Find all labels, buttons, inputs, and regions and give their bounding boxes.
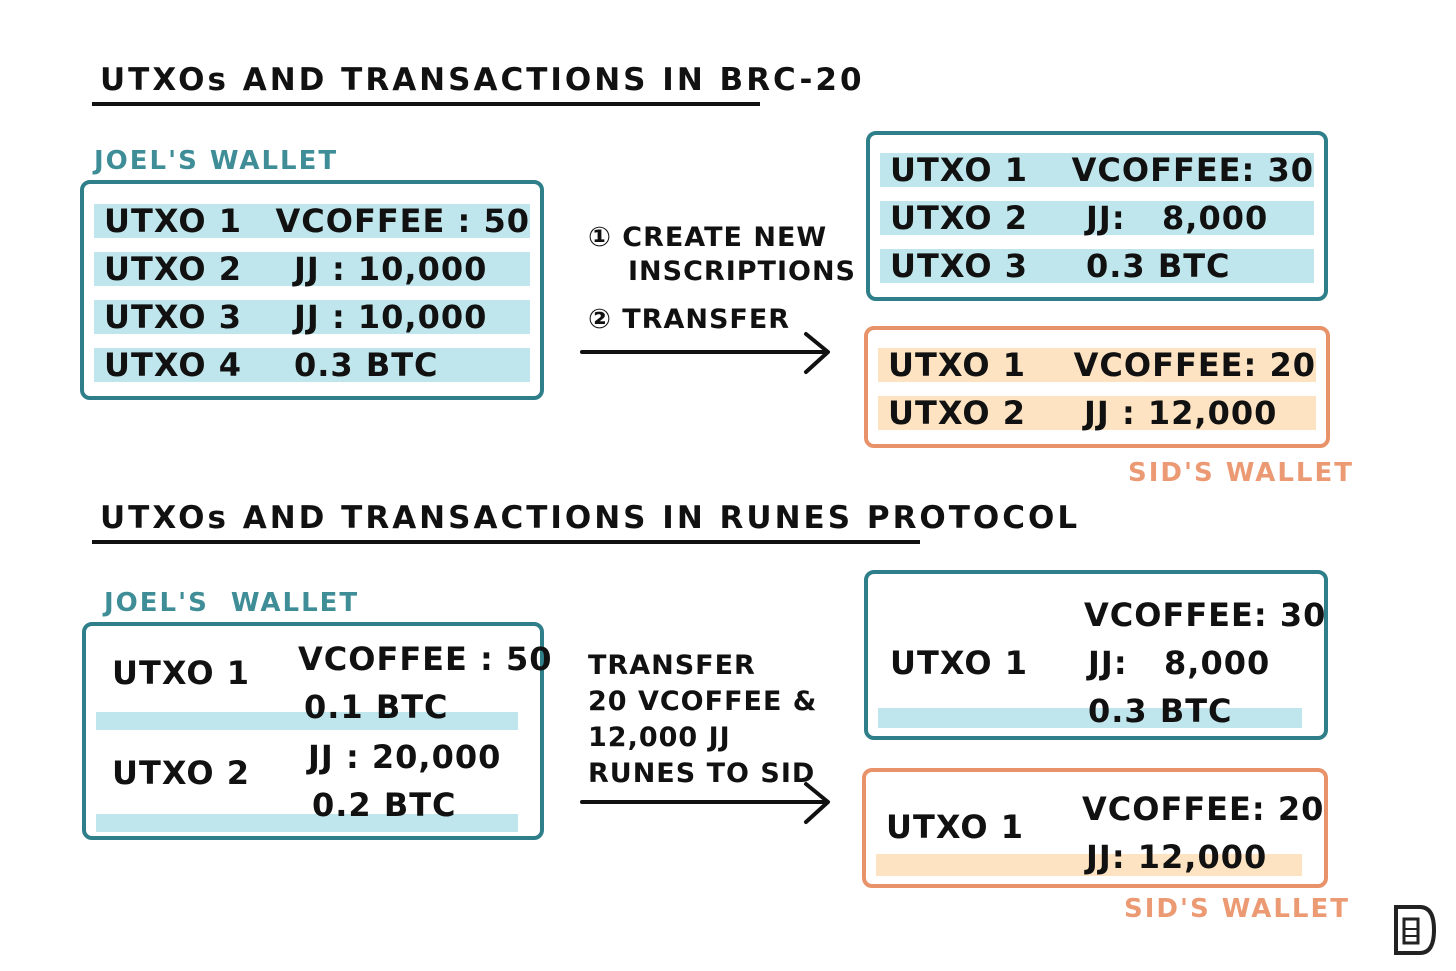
runes-transfer-line: TRANSFER [588, 650, 756, 681]
table-row: UTXO 2 JJ : 12,000 [878, 394, 1316, 432]
brc20-step1: ① CREATE NEW [588, 222, 828, 253]
brc20-step2: ② TRANSFER [588, 304, 791, 335]
utxo-label: UTXO 1 [890, 644, 1028, 682]
runes-joel-wallet-label: JOEL'S WALLET [104, 588, 360, 618]
utxo-band [96, 814, 518, 832]
runes-title: UTXOs AND TRANSACTIONS IN RUNES PROTOCOL [92, 500, 1077, 544]
table-row: UTXO 1 VCOFFEE: 30 [880, 151, 1314, 189]
brc20-arrow-icon [580, 332, 830, 374]
table-row: UTXO 3 0.3 BTC [880, 247, 1314, 285]
utxo-value: 0.3 BTC [1088, 692, 1233, 730]
runes-transfer-line: RUNES TO SID [588, 758, 816, 789]
brc20-title: UTXOs AND TRANSACTIONS IN BRC-20 [92, 62, 862, 106]
utxo-value: VCOFFEE: 30 [1084, 596, 1327, 634]
runes-transfer-line: 20 VCOFFEE & [588, 686, 818, 717]
utxo-label: UTXO 1 [886, 808, 1024, 846]
utxo-band [96, 712, 518, 730]
utxo-value: JJ: 8,000 [1088, 644, 1271, 682]
utxo-value: JJ : 20,000 [308, 738, 502, 776]
utxo-value: VCOFFEE : 50 [298, 640, 553, 678]
runes-joel-wallet: UTXO 1 VCOFFEE : 50 0.1 BTC UTXO 2 JJ : … [82, 622, 552, 840]
runes-sid-wallet: UTXO 1 VCOFFEE: 20 JJ: 12,000 [862, 768, 1328, 888]
utxo-value: 0.2 BTC [312, 786, 457, 824]
utxo-label: UTXO 1 [112, 654, 250, 692]
brc20-joel-wallet: UTXO 1 VCOFFEE : 50 UTXO 2 JJ : 10,000 U… [80, 180, 544, 400]
table-row: UTXO 2 JJ : 10,000 [94, 250, 530, 288]
utxo-value: VCOFFEE: 20 [1082, 790, 1325, 828]
table-row: UTXO 3 JJ : 10,000 [94, 298, 530, 336]
table-row: UTXO 1 VCOFFEE : 50 [94, 202, 530, 240]
brc20-joel-after-wallet: UTXO 1 VCOFFEE: 30 UTXO 2 JJ: 8,000 UTXO… [866, 131, 1328, 301]
brc20-sid-wallet: UTXO 1 VCOFFEE: 20 UTXO 2 JJ : 12,000 [864, 326, 1330, 448]
utxo-value: 0.1 BTC [304, 688, 449, 726]
utxo-value: JJ: 12,000 [1086, 838, 1268, 876]
brc20-sid-wallet-label: SID'S WALLET [1128, 458, 1354, 488]
table-row: UTXO 4 0.3 BTC [94, 346, 530, 384]
runes-joel-after-wallet: UTXO 1 VCOFFEE: 30 JJ: 8,000 0.3 BTC [864, 570, 1328, 740]
table-row: UTXO 1 VCOFFEE: 20 [878, 346, 1316, 384]
runes-transfer-line: 12,000 JJ [588, 722, 731, 753]
utxo-label: UTXO 2 [112, 754, 250, 792]
utxo-band [878, 708, 1302, 728]
runes-sid-wallet-label: SID'S WALLET [1124, 894, 1350, 924]
brc20-joel-wallet-label: JOEL'S WALLET [94, 146, 339, 176]
publisher-logo-icon [1394, 905, 1437, 955]
table-row: UTXO 2 JJ: 8,000 [880, 199, 1314, 237]
runes-arrow-icon [580, 782, 830, 824]
brc20-step1-cont: INSCRIPTIONS [628, 256, 856, 287]
utxo-band [876, 854, 1302, 876]
